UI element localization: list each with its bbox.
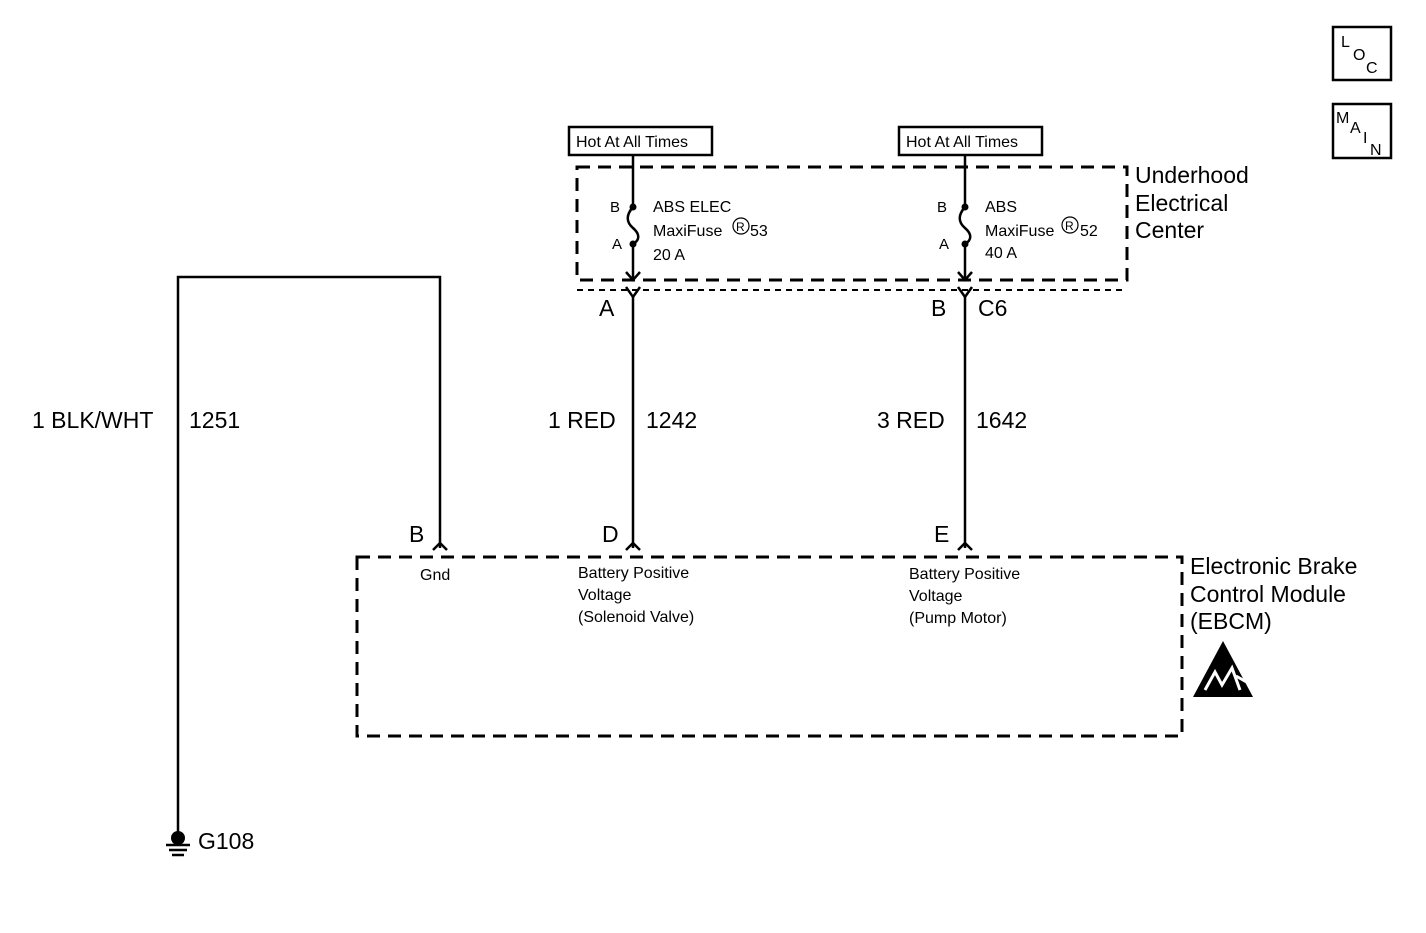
uec-title-line2: Electrical <box>1135 190 1228 216</box>
ebcm-pin-b-label: B <box>409 521 424 547</box>
main-button[interactable]: M A I N <box>1331 102 1393 160</box>
loc-letter-c: C <box>1366 60 1378 77</box>
ebcm-pin-d-function-line2: Voltage <box>578 587 631 604</box>
wire2-circuit: 1642 <box>976 407 1027 433</box>
ebcm-title-line1: Electronic Brake <box>1190 553 1357 579</box>
loc-letter-o: O <box>1353 47 1365 64</box>
fuse-abs-elec: B A ABS ELEC MaxiFuse R 53 20 A <box>610 155 768 282</box>
connector-id: C6 <box>978 295 1007 321</box>
fuse-abs: B A ABS MaxiFuse R 52 40 A <box>937 155 1098 282</box>
ebcm-pin-e-function-line1: Battery Positive <box>909 566 1020 583</box>
fuse1-pin-a: A <box>612 236 622 253</box>
ebcm-pin-d-function-line1: Battery Positive <box>578 565 689 582</box>
power-source-right: Hot At All Times <box>897 125 1044 157</box>
wire-1251 <box>176 275 442 838</box>
ebcm-pin-d-function-line3: (Solenoid Valve) <box>578 609 694 626</box>
fuse2-pin-a: A <box>939 236 949 253</box>
ebcm-pin-e-function-line3: (Pump Motor) <box>909 610 1007 627</box>
fuse1-reg-mark: R <box>736 220 745 234</box>
connector-pin-a-label: A <box>599 295 615 321</box>
registered-mark-icon <box>732 217 750 235</box>
wire1-circuit: 1242 <box>646 407 697 433</box>
fuse1-type: MaxiFuse <box>653 223 722 240</box>
ebcm-pin-b-icon <box>432 541 448 551</box>
fuse1-name: ABS ELEC <box>653 199 731 216</box>
wire1-size-color: 1 RED <box>548 407 616 433</box>
ground-label: G108 <box>198 828 254 854</box>
ebcm-outline <box>355 555 1184 738</box>
fuse1-number: 53 <box>750 223 768 240</box>
loc-letter-l: L <box>1341 34 1350 51</box>
ground-wire-circuit: 1251 <box>189 407 240 433</box>
uec-title-line3: Center <box>1135 217 1204 243</box>
uec-outline <box>575 165 1129 282</box>
power-label-left: Hot At All Times <box>576 134 688 151</box>
main-letter-m: M <box>1336 110 1349 127</box>
main-letter-a: A <box>1350 120 1361 137</box>
ebcm-title-line3: (EBCM) <box>1190 608 1272 634</box>
ebcm-pin-e-label: E <box>934 521 949 547</box>
fuse2-pin-b: B <box>937 199 947 216</box>
loc-button[interactable]: L O C <box>1331 25 1393 82</box>
ebcm-pin-b-function: Gnd <box>420 567 450 584</box>
fuse2-rating: 40 A <box>985 245 1017 262</box>
fuse1-pin-b: B <box>610 199 620 216</box>
ebcm-title-line2: Control Module <box>1190 581 1346 607</box>
ebcm-pin-d-label: D <box>602 521 619 547</box>
uec-title-line1: Underhood <box>1135 162 1249 188</box>
fuse2-number: 52 <box>1080 223 1098 240</box>
fuse1-rating: 20 A <box>653 247 685 264</box>
fuse2-reg-mark: R <box>1065 219 1074 233</box>
power-label-right: Hot At All Times <box>906 134 1018 151</box>
main-letter-n: N <box>1370 142 1382 159</box>
ebcm-pin-e-function-line2: Voltage <box>909 588 962 605</box>
registered-mark-icon <box>1061 216 1079 234</box>
connector-pin-a-icon <box>624 286 642 300</box>
wire2-size-color: 3 RED <box>877 407 945 433</box>
fuse2-type: MaxiFuse <box>985 223 1054 240</box>
ground-wire-size-color: 1 BLK/WHT <box>32 407 153 433</box>
ground-g108-icon <box>166 831 190 857</box>
fuse2-name: ABS <box>985 199 1017 216</box>
power-source-left: Hot At All Times <box>567 125 714 157</box>
ebcm-pin-e-icon <box>957 541 973 551</box>
ebcm-pin-d-icon <box>625 541 641 551</box>
main-letter-i: I <box>1363 130 1367 147</box>
esd-warning-icon <box>1193 641 1253 697</box>
connector-pin-b-icon <box>956 286 974 300</box>
connector-pin-b-label: B <box>931 295 946 321</box>
